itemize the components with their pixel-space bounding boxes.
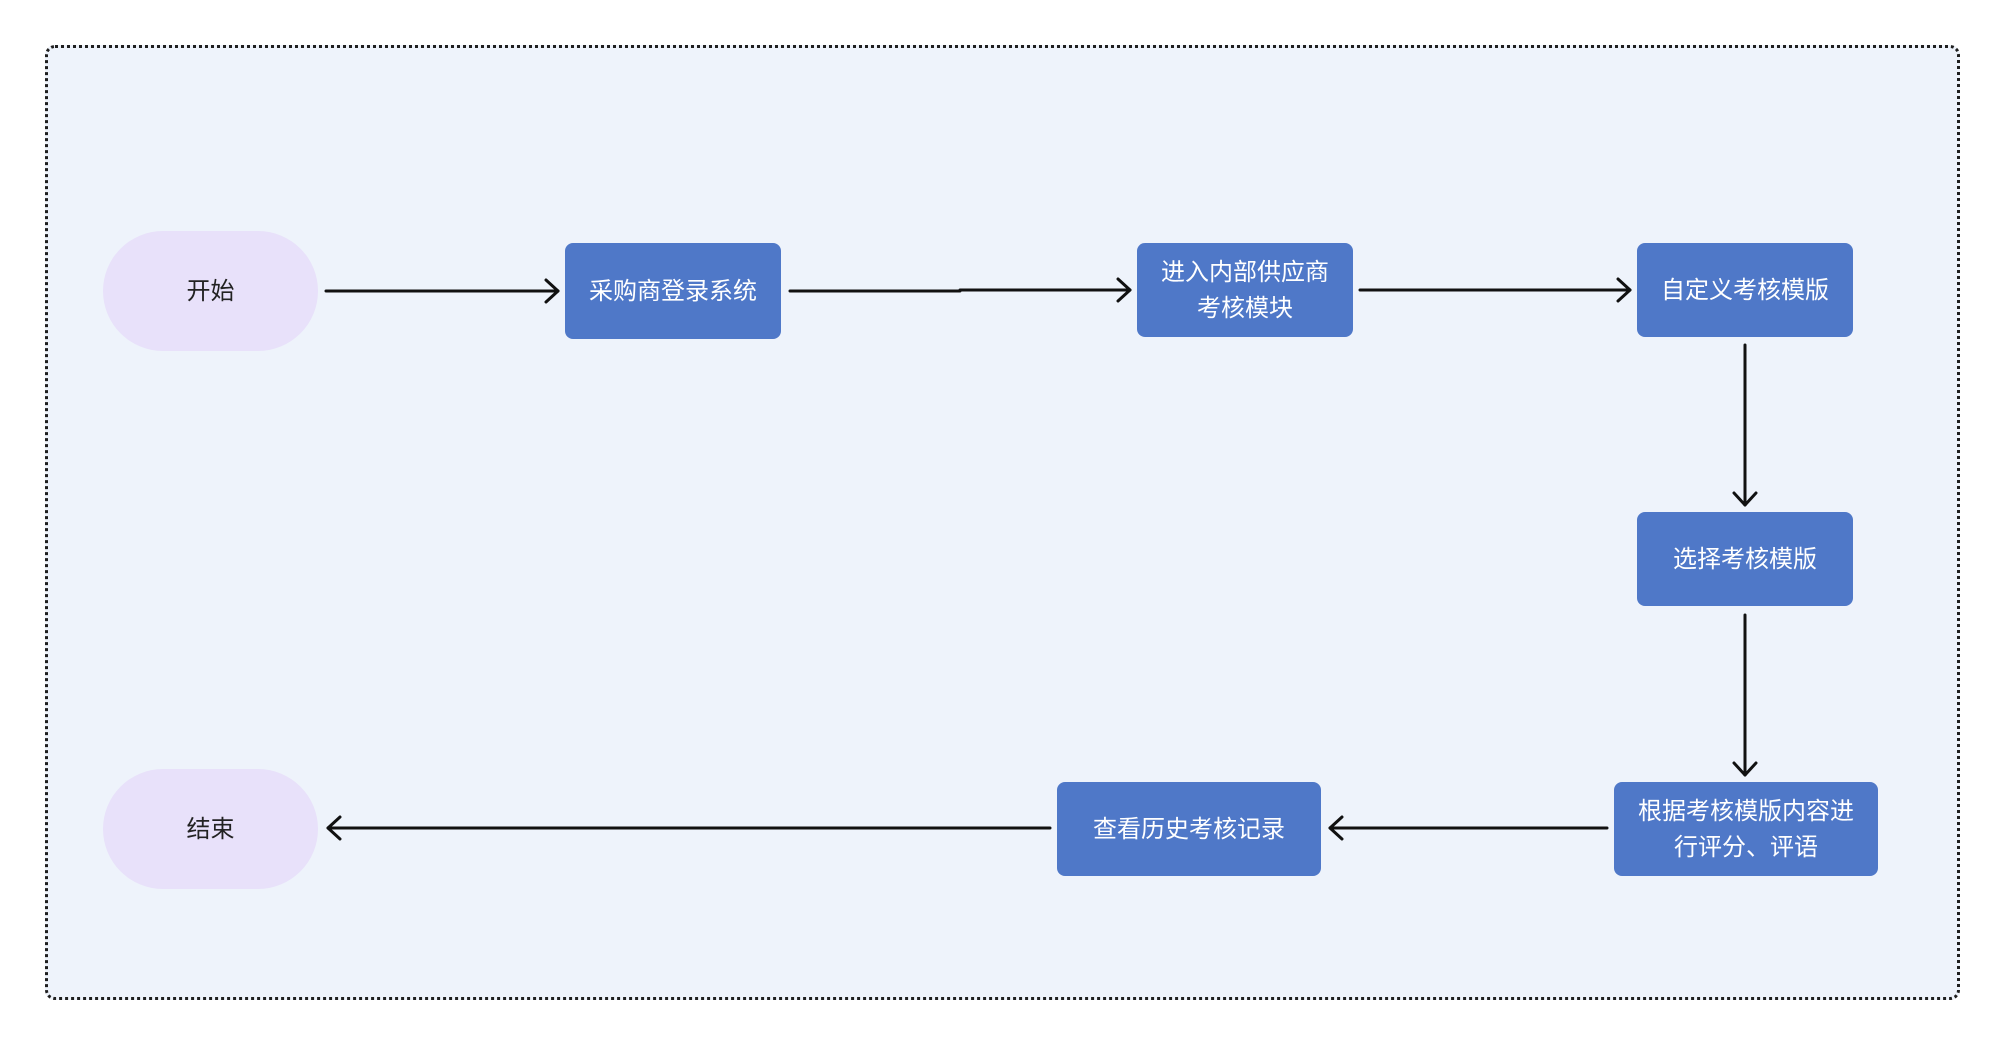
history-label: 查看历史考核记录: [1093, 815, 1285, 843]
enter-module-node: 进入内部供应商考核模块: [1137, 243, 1353, 337]
end-label: 结束: [186, 815, 235, 843]
enter-module-label: 进入内部供应商考核模块: [1161, 258, 1329, 322]
arrowhead-end: [326, 815, 342, 841]
arrowhead-login: [544, 278, 560, 304]
custom-template-label: 自定义考核模版: [1661, 276, 1829, 304]
start-label: 开始: [186, 277, 235, 305]
select-template-label: 选择考核模版: [1673, 545, 1817, 573]
arrowhead-module: [1116, 277, 1132, 303]
arrowhead-select: [1732, 491, 1758, 507]
login-node: 采购商登录系统: [565, 243, 781, 339]
custom-template-node: 自定义考核模版: [1637, 243, 1853, 337]
login-label: 采购商登录系统: [589, 277, 757, 305]
arrowhead-history: [1328, 815, 1344, 841]
score-label: 根据考核模版内容进行评分、评语: [1638, 797, 1854, 861]
score-node: 根据考核模版内容进行评分、评语: [1614, 782, 1878, 876]
arrowhead-custom: [1616, 277, 1632, 303]
start-node: 开始: [103, 231, 318, 351]
arrowhead-score: [1732, 761, 1758, 777]
select-template-node: 选择考核模版: [1637, 512, 1853, 606]
end-node: 结束: [103, 769, 318, 889]
history-node: 查看历史考核记录: [1057, 782, 1321, 876]
arrow-login-to-module: [788, 288, 1132, 293]
